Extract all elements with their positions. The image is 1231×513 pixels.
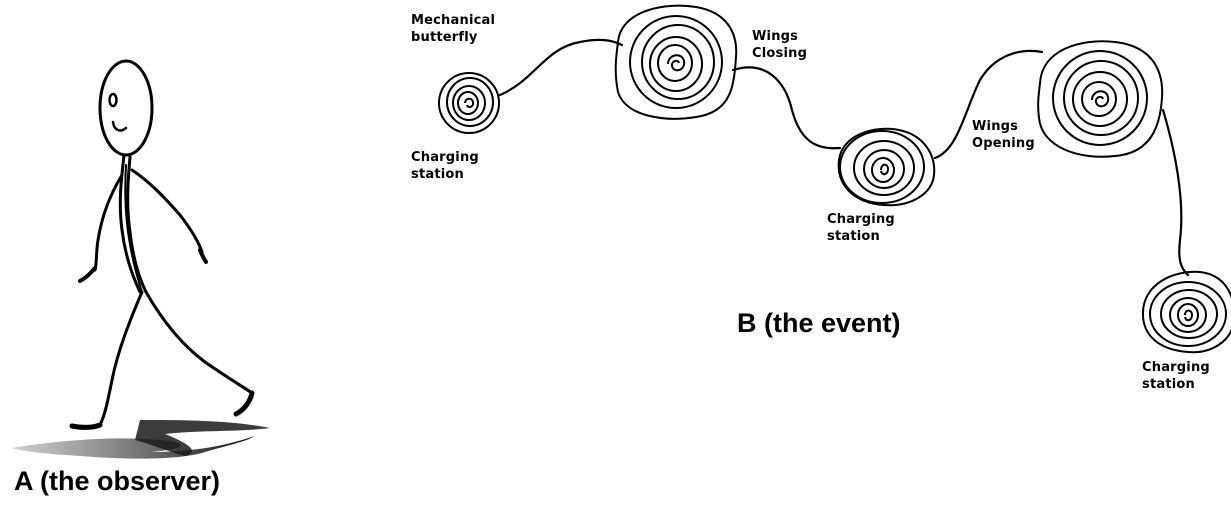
- mouth: [113, 122, 126, 130]
- ground-shadow: [12, 436, 255, 459]
- spiral-wings-opening: [1038, 41, 1162, 156]
- spiral-charging-station-2: [839, 129, 935, 205]
- spiral-wings-closing: [616, 6, 737, 119]
- label-charging-station-2: Charging station: [827, 211, 895, 245]
- label-charging-station-1: Charging station: [411, 149, 479, 183]
- label-mechanical-butterfly: Mechanical butterfly: [411, 12, 495, 46]
- eye: [110, 94, 117, 106]
- path-segment-1: [500, 40, 622, 95]
- spiral-charging-station-1: [439, 73, 499, 133]
- label-wings-opening: Wings Opening: [972, 118, 1035, 152]
- label-observer: A (the observer): [14, 466, 220, 497]
- label-charging-station-3: Charging station: [1142, 359, 1210, 393]
- path-segment-2: [733, 67, 840, 148]
- head: [100, 61, 152, 155]
- observer-figure: [12, 61, 270, 459]
- spiral-charging-station-3: [1143, 272, 1231, 352]
- label-wings-closing: Wings Closing: [752, 28, 807, 62]
- label-event: B (the event): [737, 308, 901, 339]
- path-segment-4: [1163, 110, 1188, 275]
